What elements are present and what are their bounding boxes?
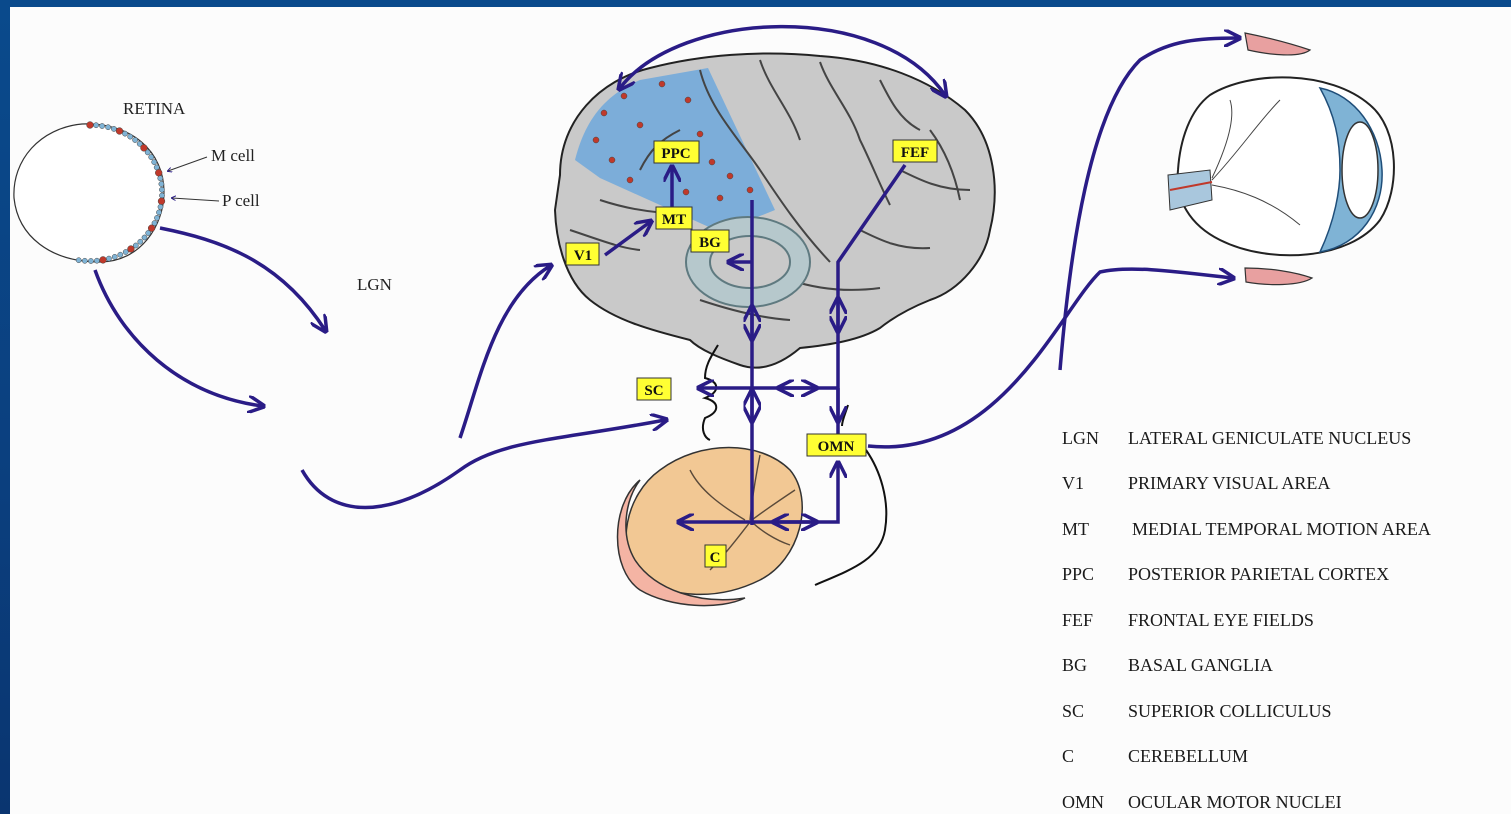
lower-eye-muscle	[1244, 267, 1314, 286]
p-cell	[159, 186, 165, 193]
m-cell	[155, 169, 163, 177]
label-box-fef: FEF	[892, 139, 938, 163]
brainstem-outline	[701, 344, 719, 441]
label-fef: FEF	[901, 145, 929, 161]
label-box-bg: BG	[690, 229, 730, 253]
pathway-arrows	[93, 24, 1238, 525]
ppc-cell	[716, 194, 724, 202]
brain	[553, 52, 996, 369]
p-cell	[137, 238, 144, 245]
m-cell	[157, 197, 166, 205]
m-cell	[86, 121, 94, 129]
p-cell	[111, 254, 118, 260]
upper-eye-muscle	[1244, 32, 1312, 56]
p-cell	[157, 175, 164, 182]
m-cell-pointer	[168, 156, 208, 171]
m-cell-label: M cell	[211, 146, 255, 165]
p-cell	[88, 258, 94, 264]
p-cell	[132, 137, 138, 143]
ppc-cell	[658, 80, 666, 88]
label-ppc: PPC	[661, 146, 690, 162]
lgn-label: LGN	[357, 275, 392, 294]
p-cell	[136, 140, 143, 147]
ppc-cell	[682, 188, 690, 196]
label-v1: V1	[574, 248, 592, 264]
p-cell	[151, 159, 158, 165]
ppc-cell	[684, 96, 692, 104]
p-cell	[94, 257, 100, 264]
p-cell	[141, 234, 148, 241]
p-cell	[81, 257, 88, 264]
p-cell	[75, 257, 82, 264]
ppc-cell	[608, 156, 616, 164]
visual-pathway-diagram: RETINA M cell P cell LGN	[13, 24, 1395, 607]
label-box-v1: V1	[565, 242, 600, 266]
p-cell	[93, 122, 99, 129]
spinal-outline	[814, 449, 888, 586]
p-cell	[151, 220, 158, 226]
m-cell	[115, 127, 124, 135]
cerebellum	[616, 446, 803, 607]
label-c: C	[710, 550, 721, 566]
p-cell	[99, 123, 105, 129]
retina-label: RETINA	[123, 99, 186, 118]
ppc-cell	[620, 92, 628, 100]
p-cell	[145, 230, 152, 236]
p-cell	[105, 124, 111, 131]
p-cell	[122, 130, 128, 137]
m-cell	[127, 245, 135, 253]
label-box-omn: OMN	[806, 433, 867, 457]
label-box-c: C	[704, 544, 727, 568]
p-cell	[159, 192, 165, 199]
eye	[1167, 32, 1395, 286]
retina	[13, 121, 166, 264]
p-cell	[111, 126, 117, 132]
label-omn: OMN	[818, 439, 855, 455]
p-cell-pointer	[172, 198, 220, 202]
ppc-cell	[746, 186, 754, 194]
label-box-ppc: PPC	[653, 140, 700, 164]
diagram-canvas: RETINA M cell P cell LGN	[10, 7, 1511, 814]
p-cell	[158, 181, 165, 187]
p-cell	[144, 149, 151, 156]
p-cell	[122, 249, 129, 255]
ppc-cell	[626, 176, 634, 184]
label-sc: SC	[644, 383, 663, 399]
ppc-cell	[696, 130, 704, 138]
m-cell	[140, 144, 148, 152]
ppc-cell	[636, 121, 644, 129]
p-cell	[106, 255, 112, 262]
m-cell	[99, 256, 107, 264]
label-bg: BG	[699, 235, 721, 251]
p-cell	[156, 209, 162, 216]
ppc-cell	[726, 172, 734, 180]
p-cell-label: P cell	[222, 191, 260, 210]
p-cell	[127, 133, 134, 140]
ppc-cell	[708, 158, 716, 166]
p-cell	[157, 204, 164, 210]
p-cell	[132, 242, 139, 249]
p-cell	[148, 154, 155, 160]
m-cell	[147, 224, 156, 232]
label-box-sc: SC	[636, 377, 672, 401]
ppc-cell	[600, 109, 608, 117]
p-cell	[117, 251, 124, 258]
label-box-mt: MT	[655, 206, 693, 230]
retina-cell-layer	[75, 121, 166, 264]
label-mt: MT	[662, 212, 686, 228]
ppc-cell	[592, 136, 600, 144]
p-cell	[154, 215, 160, 221]
